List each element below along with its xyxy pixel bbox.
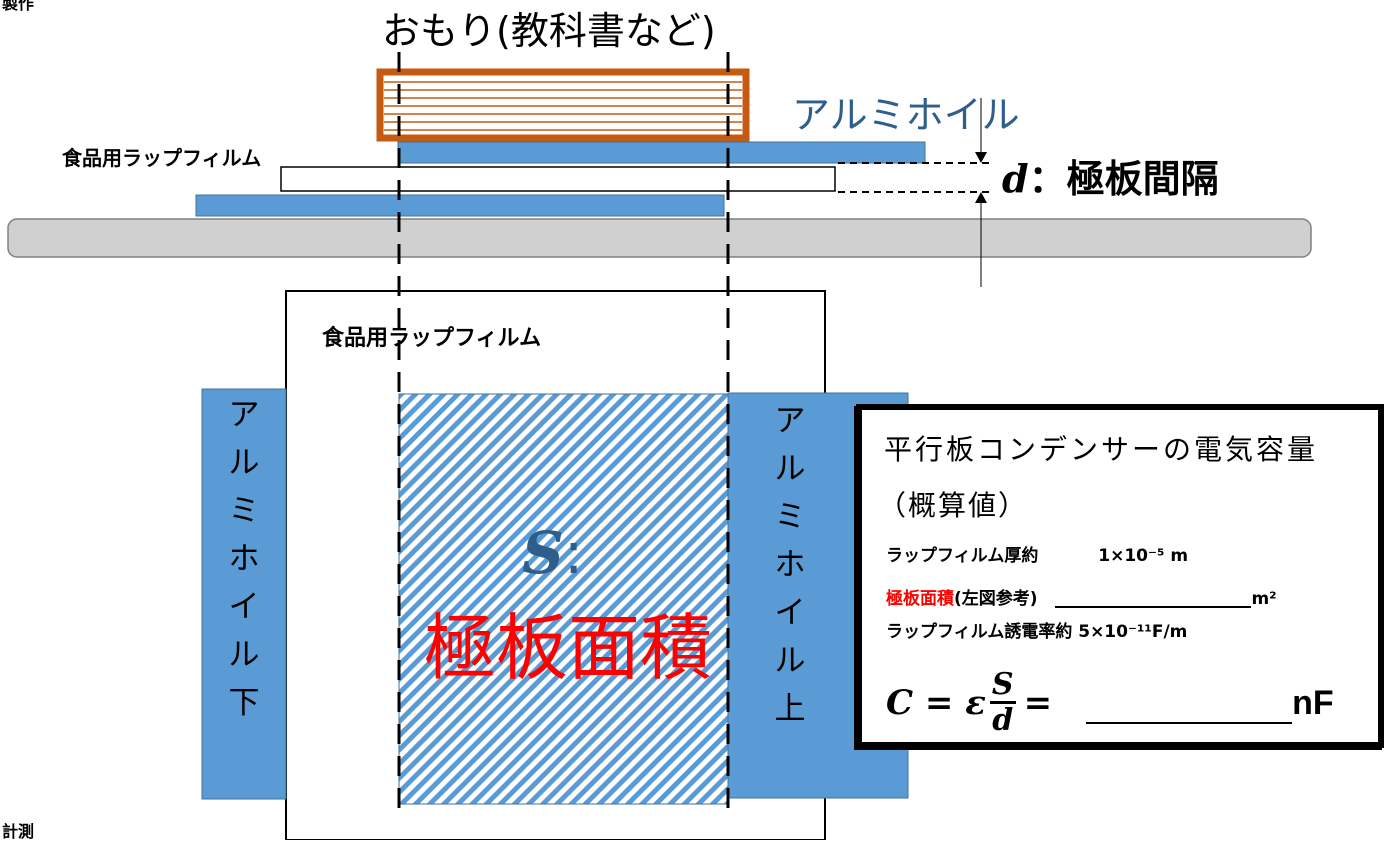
lower-foil-side [195,194,725,217]
thickness-value: 1×10⁻⁵ m [1098,546,1189,566]
gap-text: ：極板間隔 [1028,157,1219,201]
weight-books [376,68,750,142]
upper-foil-char: イ [774,595,806,631]
upper-foil-side [397,141,926,164]
gap-label: d：極板間隔 [1002,157,1219,201]
formula-subtitle: （概算値） [878,489,1029,522]
lower-foil-vertical-label: ア ル ミ ホ イ ル 下 [218,400,270,736]
lower-foil-char: ミ [228,493,260,529]
table-surface [7,218,1312,258]
formula-title: 平行板コンデンサーの電気容量 [884,433,1319,466]
production-label: 製作 [2,0,35,13]
area-symbol: S [522,519,564,587]
upper-foil-vertical-label: ア ル ミ ホ イ ル 上 [764,406,816,742]
formula-unit: nF [1292,683,1334,722]
area-row: 極板面積(左図参考) m² [886,586,1277,608]
upper-foil-char: ア [774,403,806,439]
weight-label: おもり(教科書など) [382,9,716,53]
formula-numerator: S [989,667,1016,704]
area-unit: m² [1251,589,1277,609]
foil-label: アルミホイル [792,93,1020,137]
permittivity-row: ラップフィルム誘電率約 5×10⁻¹¹F/m [886,622,1188,642]
formula-fraction: S d [989,667,1016,738]
formula-box: 平行板コンデンサーの電気容量 （概算値） ラップフィルム厚約 1×10⁻⁵ m … [856,404,1384,748]
lower-foil-char: ホ [228,541,260,577]
area-label-red: 極板面積 [886,589,954,609]
formula-lhs: C = ε [886,682,986,723]
overlap-area [398,393,729,805]
area-colon: : [563,519,584,587]
formula-equals: = [1023,682,1053,723]
lower-foil-char: ア [228,397,260,433]
lower-foil-char: 下 [228,685,260,721]
upper-foil-char: ホ [774,547,806,583]
lower-foil-strip [201,388,287,800]
thickness-label: ラップフィルム厚約 [886,546,1039,566]
upper-foil-char: ル [774,451,806,487]
wrap-film-side [280,166,836,192]
area-text: 極板面積 [424,606,713,690]
upper-foil-char: 上 [774,691,806,727]
lower-foil-char: ル [228,445,260,481]
upper-foil-char: ミ [774,499,806,535]
area-blank[interactable] [1055,586,1252,608]
gap-symbol: d [1002,156,1029,201]
gap-dimension [838,98,990,287]
thickness-row: ラップフィルム厚約 1×10⁻⁵ m [886,548,1188,565]
formula-denominator: d [992,703,1014,738]
wrap-film-top-label: 食品用ラップフィルム [322,326,542,351]
formula-row: C = ε S d = nF [886,668,1334,737]
area-label-rest: (左図参考) [954,589,1038,609]
lower-foil-char: ル [228,637,260,673]
measurement-label: 計測 [2,822,35,841]
area-symbol-label: S: [522,524,583,582]
upper-foil-char: ル [774,643,806,679]
wrap-film-side-label: 食品用ラップフィルム [62,146,262,170]
lower-foil-char: イ [228,589,260,625]
capacitance-blank[interactable] [1086,682,1293,724]
